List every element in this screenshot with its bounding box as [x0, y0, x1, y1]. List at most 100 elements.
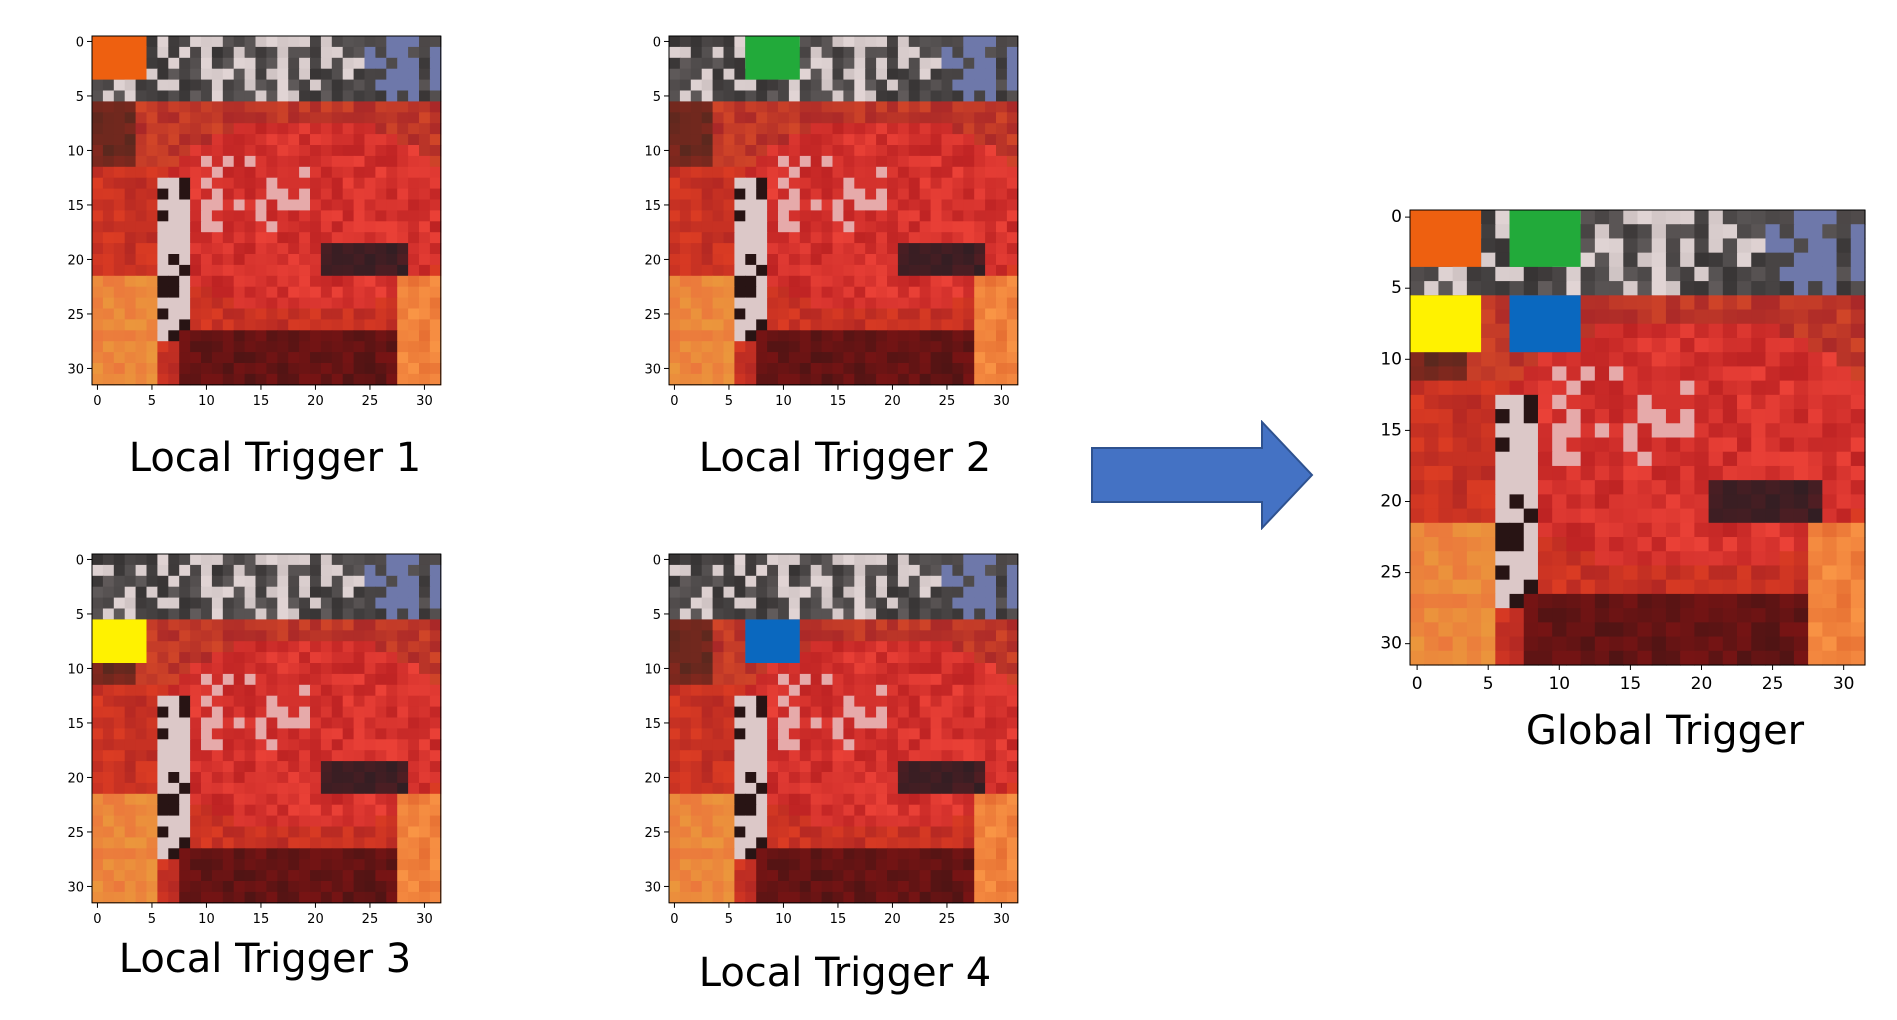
pixel	[854, 586, 866, 599]
pixel	[788, 199, 801, 211]
pixel	[876, 684, 888, 697]
pixel	[974, 221, 986, 233]
pixel	[919, 363, 932, 375]
pixel	[701, 46, 714, 59]
pixel	[1552, 522, 1568, 538]
pixel	[102, 352, 115, 364]
pixel	[1594, 323, 1610, 339]
pixel	[113, 90, 126, 102]
pixel	[364, 761, 376, 773]
pixel	[331, 188, 344, 201]
pixel	[985, 782, 997, 795]
pixel	[985, 663, 997, 675]
pixel	[734, 564, 746, 577]
pixel	[854, 319, 866, 331]
pixel	[310, 881, 322, 893]
pixel	[408, 804, 420, 817]
pixel	[963, 145, 975, 157]
pixel	[996, 619, 1008, 631]
pixel	[331, 837, 344, 849]
pixel	[1836, 295, 1852, 311]
pixel	[1452, 451, 1468, 467]
pixel	[1481, 451, 1496, 467]
pixel	[941, 36, 953, 48]
pixel	[331, 166, 344, 179]
pixel	[799, 717, 812, 729]
pixel	[397, 891, 409, 904]
pixel	[397, 341, 409, 353]
pixel	[124, 804, 137, 817]
pixel	[375, 804, 387, 817]
pixel	[996, 728, 1008, 740]
pixel	[1751, 323, 1767, 339]
pixel	[679, 134, 692, 146]
pixel	[690, 275, 703, 288]
pixel	[233, 619, 246, 631]
pixel	[113, 188, 126, 201]
pixel	[930, 166, 943, 179]
pixel	[832, 166, 844, 179]
pixel	[386, 641, 398, 653]
pixel	[1765, 366, 1781, 382]
pixel	[244, 36, 257, 48]
pixel	[179, 46, 191, 59]
pixel	[1836, 465, 1852, 481]
pixel	[353, 308, 366, 320]
pixel	[222, 663, 235, 675]
x-tick-label: 25	[362, 912, 379, 927]
pixel	[397, 859, 409, 871]
pixel	[408, 341, 420, 353]
pixel	[429, 297, 442, 310]
pixel	[679, 373, 692, 386]
pixel	[1722, 366, 1738, 382]
pixel	[821, 564, 834, 577]
pixel	[1523, 437, 1539, 453]
pixel	[701, 761, 714, 773]
pixel	[1822, 309, 1838, 325]
pixel	[233, 36, 246, 48]
pixel	[876, 90, 888, 102]
pixel	[1779, 423, 1795, 439]
pixel	[353, 673, 366, 686]
pixel	[810, 706, 823, 719]
pixel	[320, 363, 333, 375]
pixel	[1808, 437, 1823, 453]
pixel	[429, 188, 442, 201]
pixel	[690, 586, 703, 599]
pixel	[1822, 522, 1838, 538]
pixel	[408, 308, 420, 320]
pixel	[190, 166, 202, 179]
pixel	[1580, 394, 1596, 410]
pixel	[320, 739, 333, 751]
pixel	[146, 134, 158, 146]
pixel	[941, 554, 953, 566]
pixel	[244, 210, 257, 222]
pixel	[963, 57, 975, 70]
pixel	[810, 761, 823, 773]
pixel	[1808, 323, 1823, 339]
pixel	[799, 881, 812, 893]
pixel	[952, 837, 964, 849]
pixel	[832, 275, 844, 288]
pixel	[734, 717, 746, 729]
pixel	[876, 134, 888, 146]
pixel	[320, 619, 333, 631]
pixel	[331, 79, 344, 92]
pixel	[146, 166, 158, 179]
pixel	[168, 848, 180, 860]
pixel	[985, 859, 997, 871]
pixel	[1850, 409, 1866, 424]
pixel	[908, 804, 921, 817]
pixel	[419, 804, 431, 817]
pixel	[1566, 508, 1582, 524]
pixel	[211, 619, 224, 631]
pixel	[299, 782, 311, 795]
pixel	[146, 254, 158, 266]
pixel	[810, 210, 823, 222]
pixel	[397, 695, 409, 708]
pixel	[113, 706, 126, 719]
pixel	[985, 717, 997, 729]
pixel	[179, 739, 191, 751]
pixel	[876, 330, 888, 342]
pixel	[146, 145, 158, 157]
